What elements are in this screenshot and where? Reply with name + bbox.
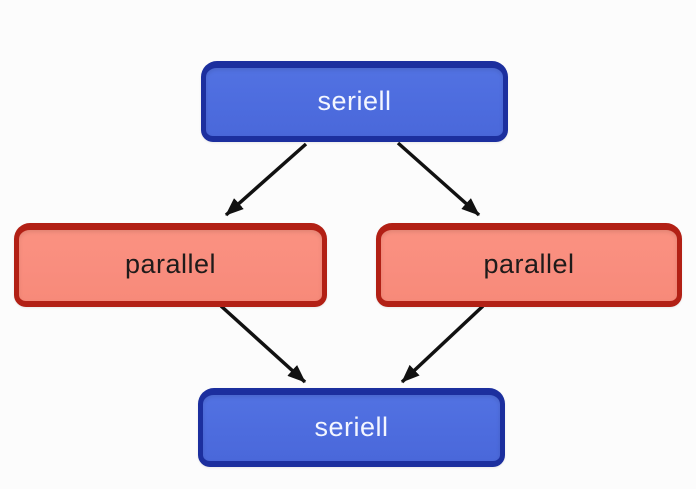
- arrow-parallel-right-to-seriell-bottom: [400, 304, 485, 384]
- node-seriell-top-label: seriell: [317, 85, 392, 116]
- arrow-seriell-top-to-parallel-right: [396, 141, 481, 217]
- node-parallel-right-label: parallel: [483, 249, 575, 279]
- arrow-parallel-left-to-seriell-bottom: [219, 304, 307, 384]
- node-seriell-bottom: seriell: [198, 388, 505, 467]
- node-parallel-right: parallel: [376, 223, 682, 307]
- arrow-seriell-top-to-parallel-left: [224, 142, 308, 217]
- node-seriell-bottom-label: seriell: [314, 411, 389, 442]
- node-seriell-top: seriell: [201, 61, 508, 142]
- node-parallel-left-label: parallel: [124, 249, 217, 279]
- node-parallel-left: parallel: [14, 223, 327, 307]
